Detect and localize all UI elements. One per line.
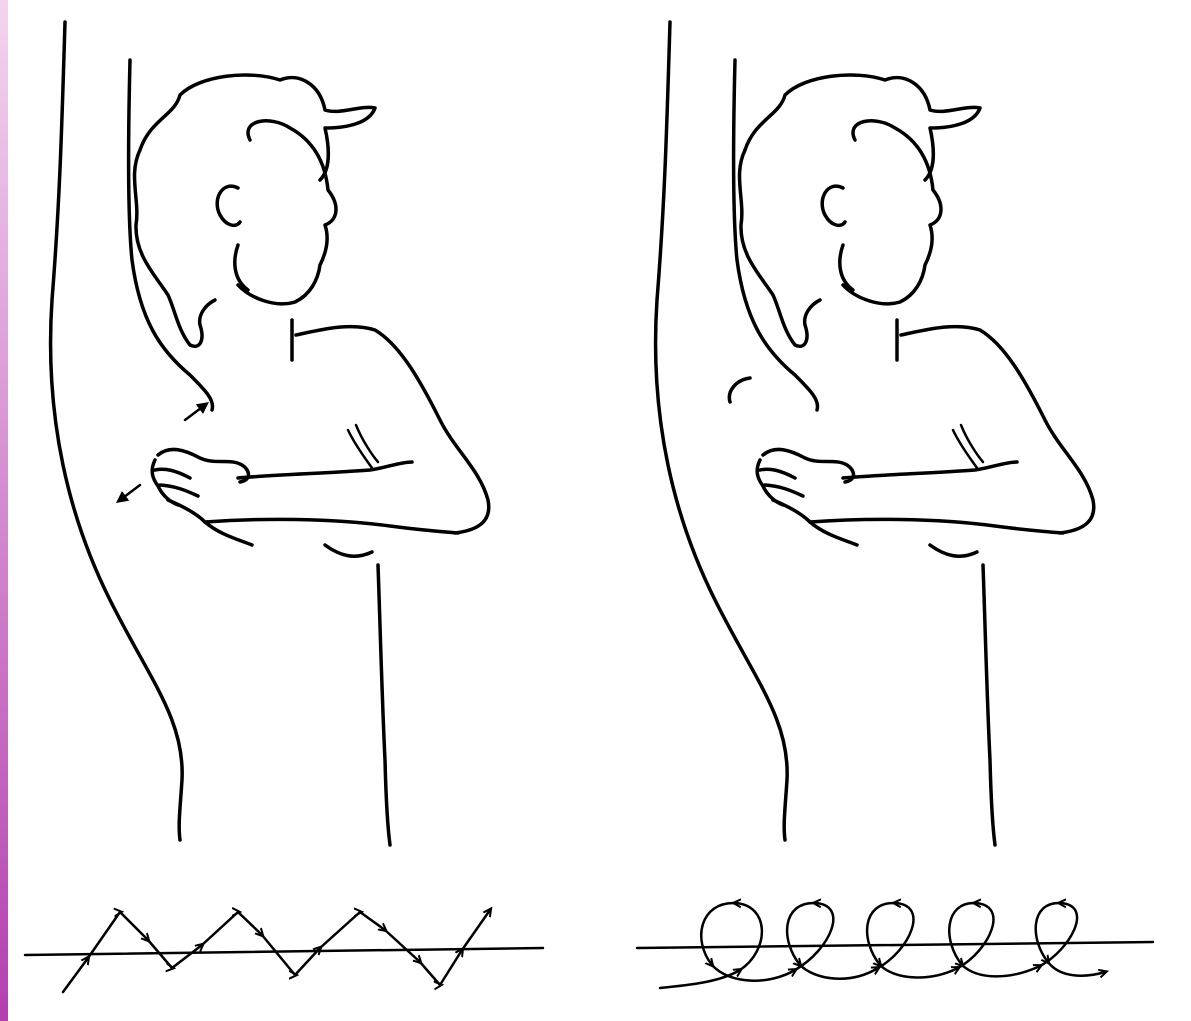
- loops-pattern: [637, 903, 1153, 988]
- zigzag-pattern: [25, 910, 543, 992]
- left-figure: [51, 22, 489, 845]
- right-figure: [656, 22, 1094, 845]
